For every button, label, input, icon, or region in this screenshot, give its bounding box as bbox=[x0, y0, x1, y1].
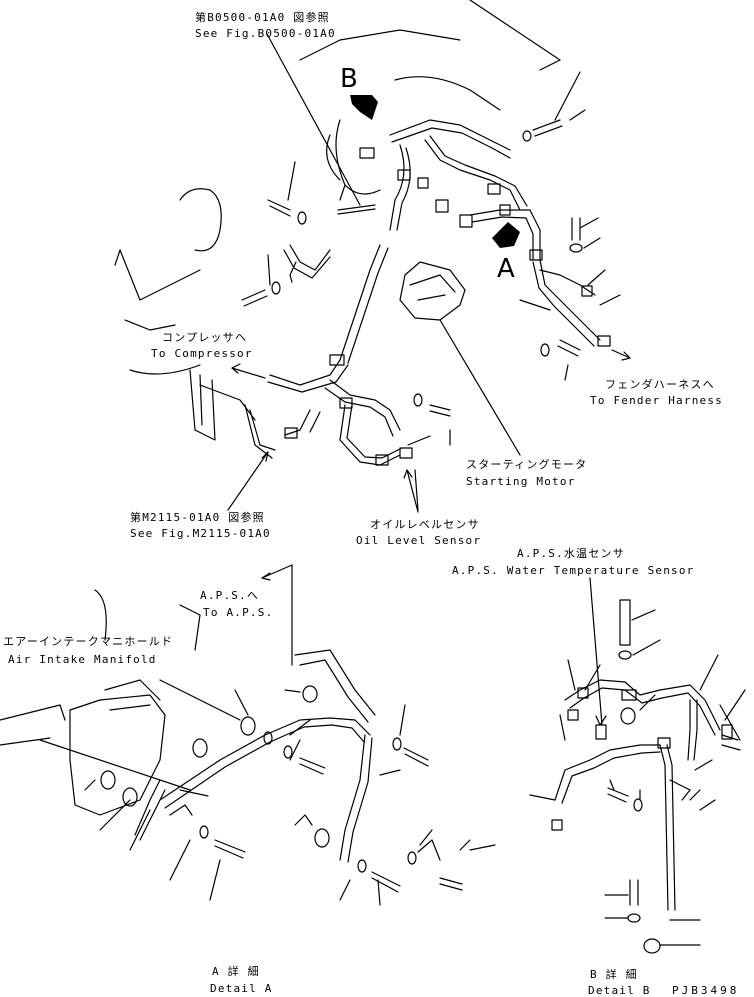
top-leader-lines bbox=[266, 33, 621, 511]
oil-level-sensor-label-en: Oil Level Sensor bbox=[356, 534, 482, 547]
air-intake-manifold-label-en: Air Intake Manifold bbox=[8, 653, 157, 666]
big-arrow-a bbox=[492, 222, 520, 248]
to-aps-label-jp: A.P.S.へ bbox=[200, 589, 260, 602]
detail-b-caption-en: Detail B bbox=[588, 984, 651, 997]
oil-level-sensor-label-jp: オイルレベルセンサ bbox=[370, 518, 480, 531]
reference-m2115-jp: 第M2115-01A0 図参照 bbox=[130, 511, 265, 524]
detail-a-caption-jp: A 詳 細 bbox=[212, 965, 260, 978]
detail-a-caption-en: Detail A bbox=[210, 982, 273, 995]
top-connectors bbox=[284, 147, 611, 466]
aps-water-temp-sensor-label-jp: A.P.S.水温センサ bbox=[517, 547, 625, 560]
compressor-label-en: To Compressor bbox=[151, 347, 253, 360]
detail-a-parts bbox=[100, 685, 463, 893]
big-arrow-b bbox=[350, 95, 378, 120]
fender-harness-label-en: To Fender Harness bbox=[590, 394, 723, 407]
detail-a-harness bbox=[134, 649, 376, 863]
reference-b0500-jp: 第B0500-01A0 図参照 bbox=[195, 11, 330, 24]
starting-motor-label-en: Starting Motor bbox=[466, 475, 576, 488]
aps-arrow bbox=[261, 564, 293, 666]
reference-b0500-en: See Fig.B0500-01A0 bbox=[195, 27, 336, 40]
compressor-label-jp: コンプレッサヘ bbox=[162, 331, 248, 344]
detail-b-caption-jp: B 詳 細 bbox=[590, 968, 638, 981]
air-intake-manifold-label-jp: エアーインテークマニホールド bbox=[3, 635, 174, 648]
fender-harness-label-jp: フェンダハーネスへ bbox=[605, 378, 715, 391]
detail-b-parts bbox=[551, 599, 741, 954]
detail-b-leader-lines bbox=[529, 577, 746, 946]
aps-water-temp-sensor-label-en: A.P.S. Water Temperature Sensor bbox=[452, 564, 695, 577]
drawing-number: PJB3498 bbox=[672, 984, 740, 997]
view-a-label: A bbox=[497, 254, 515, 284]
starting-motor-label-jp: スターティングモータ bbox=[466, 458, 588, 471]
view-b-label: B bbox=[340, 64, 358, 94]
to-aps-label-en: To A.P.S. bbox=[203, 606, 274, 619]
reference-m2115-en: See Fig.M2115-01A0 bbox=[130, 527, 271, 540]
top-arrows bbox=[227, 349, 631, 513]
engine-outline bbox=[114, 0, 561, 441]
detail-a-leader-lines bbox=[39, 679, 496, 906]
top-bolts-washers bbox=[241, 119, 583, 446]
detail-a-manifold bbox=[0, 589, 201, 816]
top-harness-routes bbox=[199, 119, 601, 466]
starting-motor-body bbox=[399, 261, 466, 321]
